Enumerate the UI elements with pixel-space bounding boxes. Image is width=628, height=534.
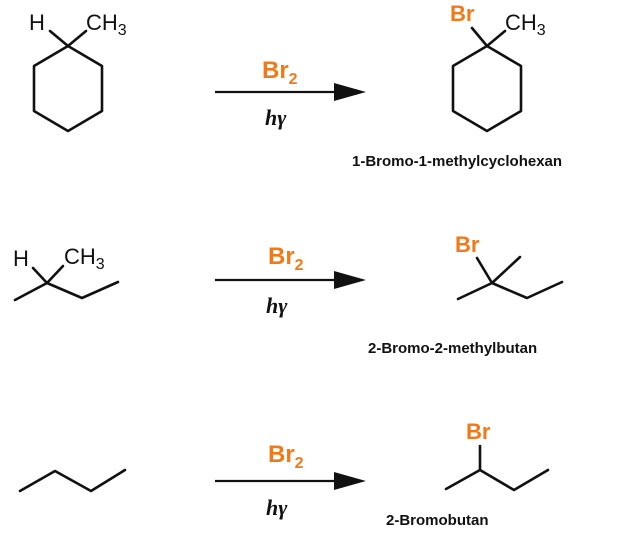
butane-structure: [18, 468, 127, 493]
bond-c-h: [48, 29, 70, 48]
product-name: 2-Bromo-2-methylbutan: [368, 340, 537, 357]
reaction-3: Br2 hγ Br 2-Bromobutan: [18, 419, 550, 529]
cyclohexane-ring: [32, 44, 104, 133]
bromine-label: Br: [455, 232, 480, 257]
bond-c-ch3: [490, 255, 522, 285]
reagent-label: Br2: [268, 243, 304, 274]
light-condition-label: hγ: [265, 105, 287, 130]
2-methylbutane-structure: H CH3: [13, 244, 120, 302]
reaction-arrow: [215, 271, 366, 289]
light-condition-label: hγ: [266, 293, 288, 318]
bromine-label: Br: [466, 419, 491, 444]
2-bromo-2-methylbutane-structure: Br: [455, 232, 564, 301]
reaction-arrow: [215, 472, 366, 490]
hydrogen-label: H: [29, 10, 45, 35]
carbon-chain: [18, 468, 127, 493]
product-name: 2-Bromobutan: [386, 512, 489, 529]
carbon-chain: [13, 280, 120, 302]
reagent-label: Br2: [262, 57, 298, 88]
reaction-arrow: [215, 83, 366, 101]
bond-c-br: [475, 256, 494, 285]
carbon-chain: [444, 468, 550, 492]
light-condition-label: hγ: [266, 495, 288, 520]
reaction-1: H CH3 Br2 hγ Br CH3 1-Bromo-1-methylcycl…: [29, 1, 562, 170]
reagent-label: Br2: [268, 441, 304, 472]
methylcyclohexane-structure: H CH3: [29, 10, 127, 133]
hydrogen-label: H: [13, 246, 29, 271]
bromine-label: Br: [450, 1, 475, 26]
bond-c-ch3: [485, 29, 507, 48]
bond-c-ch3: [66, 29, 88, 48]
reaction-2: H CH3 Br2 hγ Br 2-Bromo-2-methylbutan: [13, 232, 564, 357]
product-name: 1-Bromo-1-methylcyclohexan: [352, 153, 562, 170]
bond-c-br: [470, 26, 489, 48]
methyl-label: CH3: [86, 10, 127, 39]
2-bromobutane-structure: Br: [444, 419, 550, 492]
carbon-chain: [456, 280, 564, 301]
bond-c-h: [31, 266, 49, 285]
bromomethylcyclohexane-structure: Br CH3: [450, 1, 546, 133]
methyl-label: CH3: [64, 244, 105, 273]
bond-c-ch3: [45, 264, 65, 285]
methyl-label: CH3: [505, 10, 546, 39]
cyclohexane-ring: [451, 44, 523, 133]
